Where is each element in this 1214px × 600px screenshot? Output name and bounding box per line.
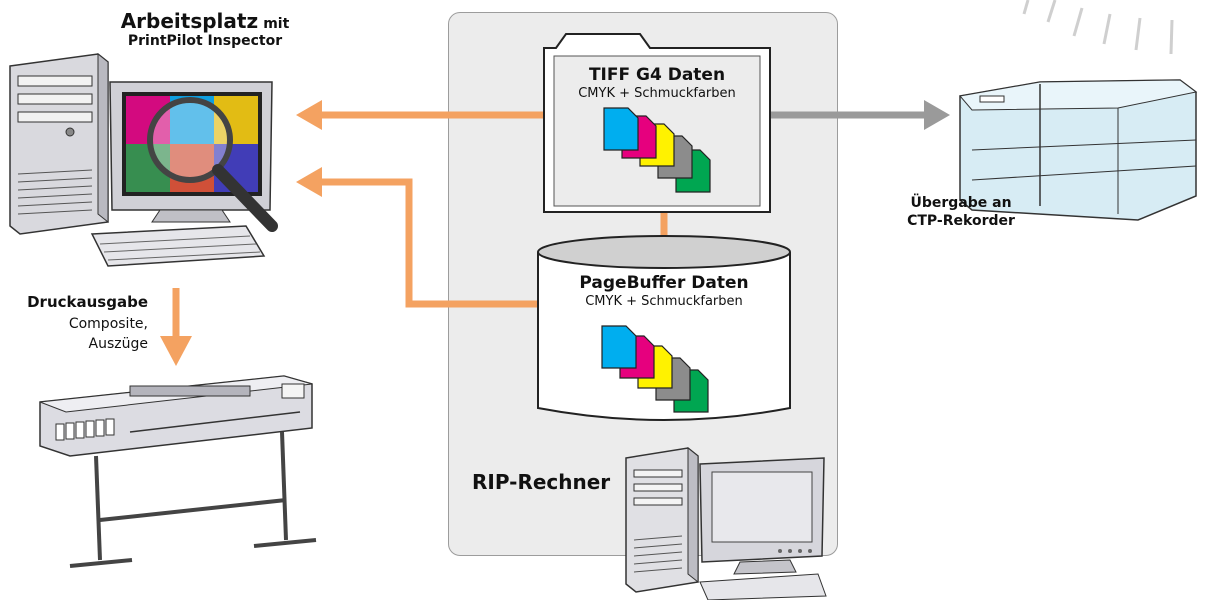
- tiff-label: TIFF G4 Daten CMYK + Schmuckfarben: [548, 64, 766, 103]
- tiff-folder: [543, 33, 771, 213]
- pagebuffer-subtitle: CMYK + Schmuckfarben: [585, 294, 743, 310]
- pagebuffer-separation-stack: [601, 325, 709, 413]
- pagebuffer-label: PageBuffer Daten CMYK + Schmuckfarben: [542, 272, 786, 311]
- workstation-subtitle: PrintPilot Inspector: [127, 33, 283, 50]
- workstation-title: Arbeitsplatz: [120, 9, 259, 33]
- arrow-tiff-to-ctp: [756, 100, 950, 130]
- workstation-title-suffix: mit: [263, 16, 290, 32]
- print-output-title: Druckausgabe: [27, 293, 148, 311]
- ctp-recorder-icon: [959, 79, 1198, 221]
- rip-computer-icon: [625, 446, 827, 600]
- rip-label: RIP-Rechner: [472, 470, 611, 494]
- pagebuffer-title: PageBuffer Daten: [579, 273, 749, 293]
- ctp-line1: Übergabe an: [910, 195, 1012, 211]
- ctp-line2: CTP-Rekorder: [907, 213, 1015, 230]
- print-output-line1: Composite,: [68, 315, 148, 332]
- print-output-label: Druckausgabe Composite, Auszüge: [8, 292, 148, 354]
- print-output-line2: Auszüge: [88, 336, 148, 353]
- workstation-label: Arbeitsplatz mit PrintPilot Inspector: [100, 10, 310, 50]
- tiff-title: TIFF G4 Daten: [588, 65, 726, 85]
- pagebuffer-cylinder: [537, 235, 791, 421]
- decorative-hatch: [1022, 0, 1174, 55]
- arrow-tiff-to-workstation: [296, 100, 560, 130]
- arrow-workstation-to-print: [160, 288, 192, 366]
- workstation-computer-icon: [9, 52, 278, 267]
- tiff-separation-stack: [603, 107, 711, 193]
- tiff-subtitle: CMYK + Schmuckfarben: [578, 86, 736, 102]
- ctp-label: Übergabe an CTP-Rekorder: [886, 194, 1036, 230]
- plotter-printer-icon: [39, 375, 317, 568]
- arrow-pagebuffer-to-workstation: [296, 167, 538, 308]
